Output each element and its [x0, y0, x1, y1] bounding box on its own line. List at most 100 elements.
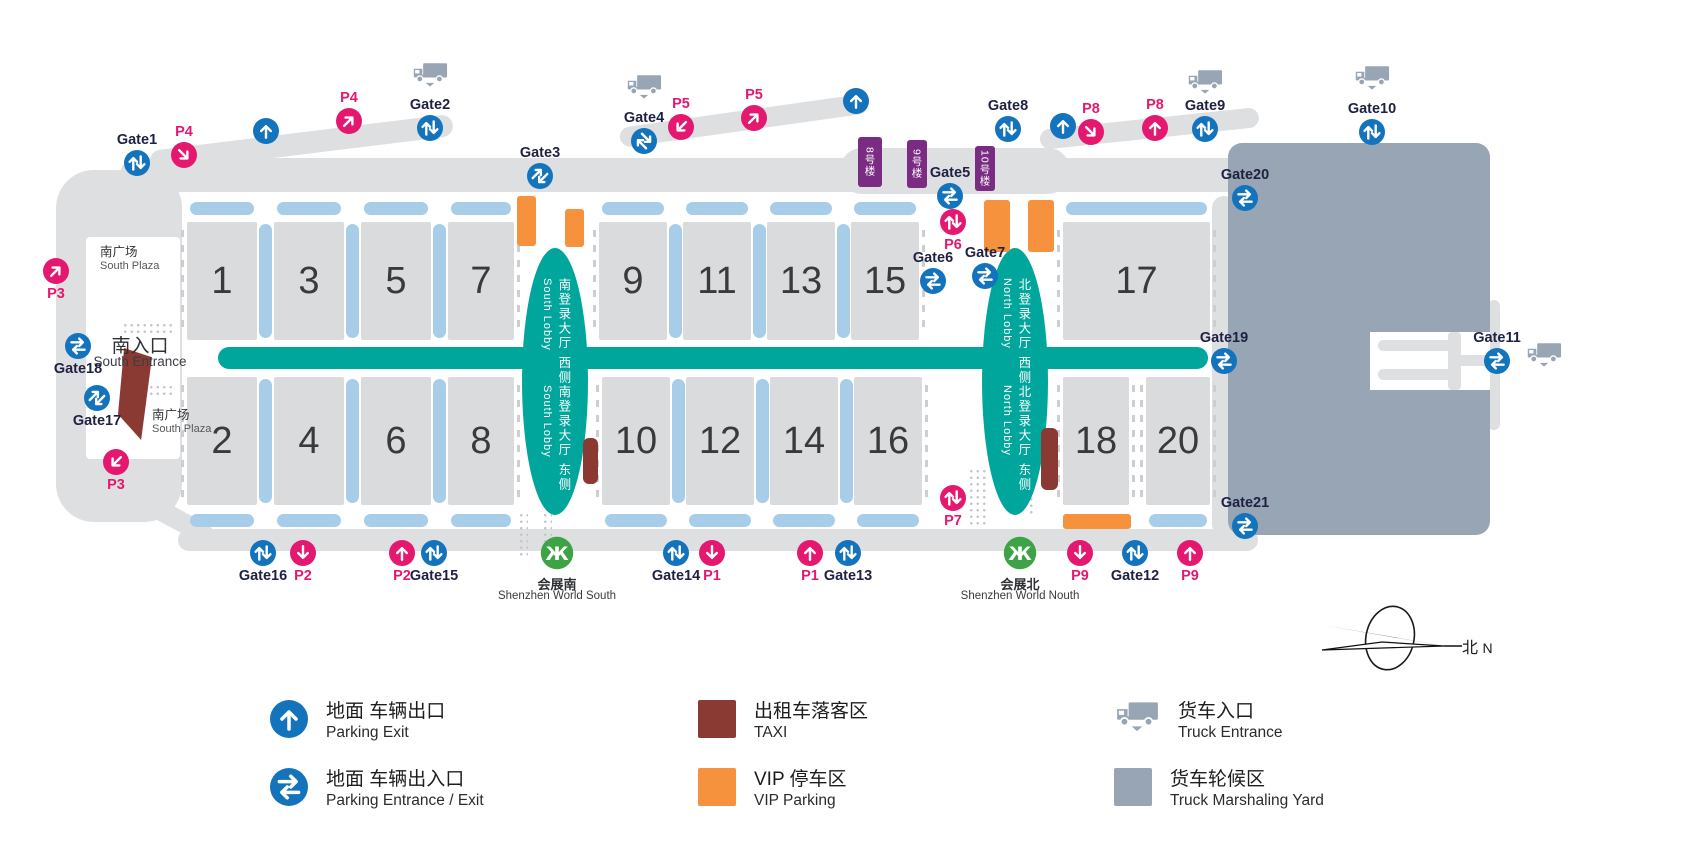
gate3-parking-gate-icon: [527, 163, 553, 189]
p8-parking-garage-icon: [1142, 115, 1168, 141]
vip-parking-area: [565, 209, 584, 247]
gate17-parking-gate-icon: [84, 385, 110, 411]
hall-divider-lane: [840, 379, 853, 503]
vip-parking-area: [1028, 200, 1054, 252]
hall-3: 3: [268, 222, 350, 340]
hall-number: 9: [622, 259, 644, 302]
hall-divider-lane: [669, 224, 682, 338]
gate-label: Gate11: [1473, 330, 1521, 346]
hall-14: 14: [764, 377, 844, 505]
gate18-parking-gate-icon: [65, 333, 91, 359]
parking-label: P5: [745, 87, 763, 103]
hall-number: 8: [470, 419, 492, 462]
bus-lane: [770, 202, 832, 215]
lobby-name-en: South Lobby: [541, 384, 554, 458]
truck-icon: [1114, 700, 1160, 736]
hall-divider-lane: [259, 224, 272, 338]
parking-label: P8: [1146, 97, 1164, 113]
vip-icon: [698, 768, 736, 806]
gate13-parking-gate-icon: [835, 540, 861, 566]
parking-label: P6: [944, 237, 962, 253]
gate10-parking-gate-icon: [1359, 119, 1385, 145]
hall-number: 18: [1074, 419, 1118, 462]
compass-icon: [1321, 605, 1462, 671]
plaza-name-cn: 南广场: [100, 245, 138, 259]
hall-16: 16: [848, 377, 928, 505]
p8-parking-garage-icon: [1078, 119, 1104, 145]
vip-parking-area: [984, 200, 1010, 252]
hall-number: 2: [211, 419, 233, 462]
hall-number: 3: [298, 259, 320, 302]
lobby-name-cn: 南登录大厅 东侧: [556, 384, 571, 492]
gate-label: Gate3: [519, 145, 561, 161]
bus-lane: [364, 514, 428, 527]
compass-north-en: N: [1482, 640, 1493, 656]
parking-entrance-exit-icon: [270, 768, 308, 806]
hall-divider-lane: [346, 224, 359, 338]
hall-13: 13: [761, 222, 841, 340]
gate-label: Gate15: [409, 568, 459, 584]
central-concourse: [218, 347, 1208, 369]
p3-parking-garage-icon: [103, 449, 129, 475]
gate2-parking-gate-icon: [417, 115, 443, 141]
gate-label: Gate4: [623, 110, 665, 126]
lobby-name-cn: 南登录大厅 西侧: [556, 278, 571, 385]
parking-label: P1: [703, 568, 721, 584]
gate-label: Gate5: [929, 165, 971, 181]
gate-label: Gate13: [823, 568, 873, 584]
hall-1: 1: [181, 222, 263, 340]
hall-number: 6: [385, 419, 407, 462]
hall-12: 12: [680, 377, 760, 505]
legend-label-cn: VIP 停车区: [754, 769, 847, 790]
lobby-name-cn: 北登录大厅 东侧: [1016, 384, 1031, 492]
p5-parking-garage-icon: [668, 114, 694, 140]
parking-label: P9: [1071, 568, 1089, 584]
parking-label: P8: [1082, 101, 1100, 117]
bus-lane: [686, 202, 748, 215]
plaza-name-cn: 南广场: [152, 408, 190, 422]
gate20-parking-gate-icon: [1232, 185, 1258, 211]
hall-number: 17: [1115, 259, 1158, 302]
crosswalk-dots: [542, 512, 552, 558]
hall-5: 5: [355, 222, 437, 340]
gate5-parking-gate-icon: [937, 183, 963, 209]
road-segment: [120, 158, 1300, 192]
gate-label: Gate17: [72, 413, 122, 429]
gate-label: Gate21: [1220, 495, 1270, 511]
hall-number: 11: [697, 259, 737, 302]
p6-parking-garage-icon: [940, 209, 966, 235]
parking-label: P1: [801, 568, 819, 584]
hall-divider-lane: [433, 379, 446, 503]
gate-label: Gate1: [116, 132, 158, 148]
hall-divider-lane: [433, 224, 446, 338]
building-label: 8号楼: [863, 147, 876, 177]
south-entrance-label-en: South Entrance: [93, 354, 187, 369]
parking-label: P5: [672, 96, 690, 112]
gate14-parking-gate-icon: [663, 540, 689, 566]
yard-icon: [1114, 768, 1152, 806]
gate1-parking-gate-icon: [124, 150, 150, 176]
bus-lane: [451, 202, 511, 215]
bus-lane: [277, 514, 341, 527]
legend-label-en: Truck Entrance: [1178, 724, 1283, 741]
p2-parking-garage-icon: [290, 540, 316, 566]
bus-lane: [1066, 202, 1207, 215]
gate6-parking-gate-icon: [920, 268, 946, 294]
gate21-parking-gate-icon: [1232, 513, 1258, 539]
lobby-name-cn: 北登录大厅 西侧: [1016, 278, 1031, 385]
gate-label: Gate9: [1184, 98, 1226, 114]
p5-parking-garage-icon: [741, 105, 767, 131]
legend-label-cn: 地面 车辆出口: [326, 701, 446, 722]
compass-label: 北 N: [1462, 634, 1493, 658]
parking-label: P3: [107, 477, 125, 493]
truck-entrance-icon: [411, 62, 449, 91]
gate19-parking-gate-icon: [1211, 348, 1237, 374]
